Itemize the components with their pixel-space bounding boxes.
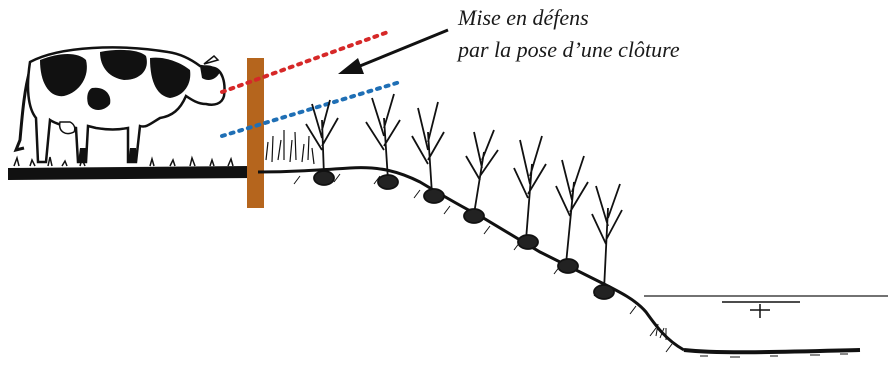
annotation-line-2: par la pose d’une clôture bbox=[458, 37, 680, 62]
willow-trees bbox=[305, 93, 623, 300]
grass-tufts bbox=[265, 130, 315, 165]
arrow-icon bbox=[338, 28, 449, 74]
river-bed-texture bbox=[700, 353, 848, 358]
annotation-line-1: Mise en défens bbox=[458, 5, 589, 30]
aquatic-plants bbox=[655, 323, 667, 340]
cow-illustration bbox=[13, 46, 226, 164]
upper-wire bbox=[220, 30, 390, 94]
annotation-caption: Mise en défens par la pose d’une clôture bbox=[458, 2, 878, 66]
riverbank-profile bbox=[257, 166, 685, 352]
lower-wire bbox=[220, 80, 402, 138]
water-level-marker bbox=[722, 301, 800, 318]
bank-hatching bbox=[293, 173, 673, 353]
river-bed bbox=[683, 348, 861, 355]
